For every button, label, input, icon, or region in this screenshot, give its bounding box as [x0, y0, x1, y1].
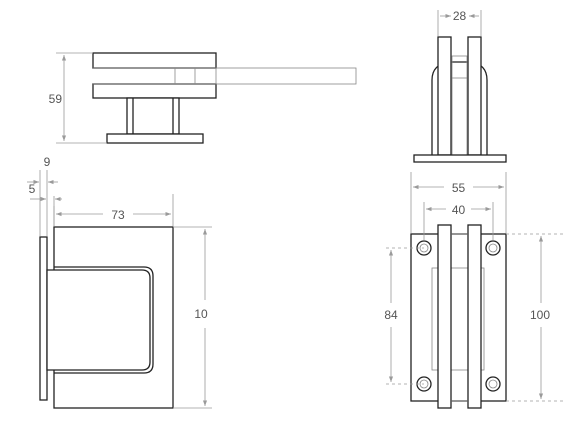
dimension-84: 84 [384, 247, 424, 385]
dimension-73: 73 [53, 194, 174, 226]
dimension-40: 40 [423, 202, 494, 240]
label-40: 40 [452, 203, 466, 217]
plate-left-bar [437, 224, 452, 409]
hinge-housing [46, 269, 151, 371]
label-73: 73 [111, 208, 125, 222]
right-clamp-bar [467, 36, 482, 156]
dimension-9-and-5: 9 5 [27, 155, 62, 236]
end-view [413, 36, 507, 163]
label-10: 10 [194, 307, 208, 321]
plate-recess [431, 267, 485, 371]
wall-plate [39, 236, 48, 401]
label-59: 59 [49, 92, 63, 106]
dimension-28: 28 [437, 9, 482, 36]
glass-slot [451, 55, 468, 156]
plate-view [410, 224, 507, 409]
label-5: 5 [29, 182, 36, 196]
screw-hole-top-right [485, 240, 501, 256]
base-plate [106, 133, 204, 144]
front-view [39, 226, 174, 409]
screw-hole-bottom-right [485, 376, 501, 392]
end-base-plate [413, 154, 507, 163]
mounting-boss [126, 97, 180, 135]
side-view [92, 52, 357, 144]
upper-clamp-plate [92, 52, 217, 69]
label-84: 84 [384, 308, 398, 322]
glass-panel-arm [215, 67, 357, 85]
dimension-59: 59 [49, 52, 107, 144]
plate-right-bar [467, 224, 482, 409]
dimension-100: 100 [506, 233, 563, 402]
label-55: 55 [452, 181, 466, 195]
dimension-10: 10 [173, 226, 212, 409]
left-clamp-bar [437, 36, 452, 156]
label-28: 28 [453, 9, 467, 23]
label-100: 100 [530, 308, 550, 322]
dimension-55: 55 [410, 172, 507, 233]
mounting-plate [410, 233, 507, 402]
label-9: 9 [44, 155, 51, 169]
lower-clamp-plate [92, 83, 217, 99]
